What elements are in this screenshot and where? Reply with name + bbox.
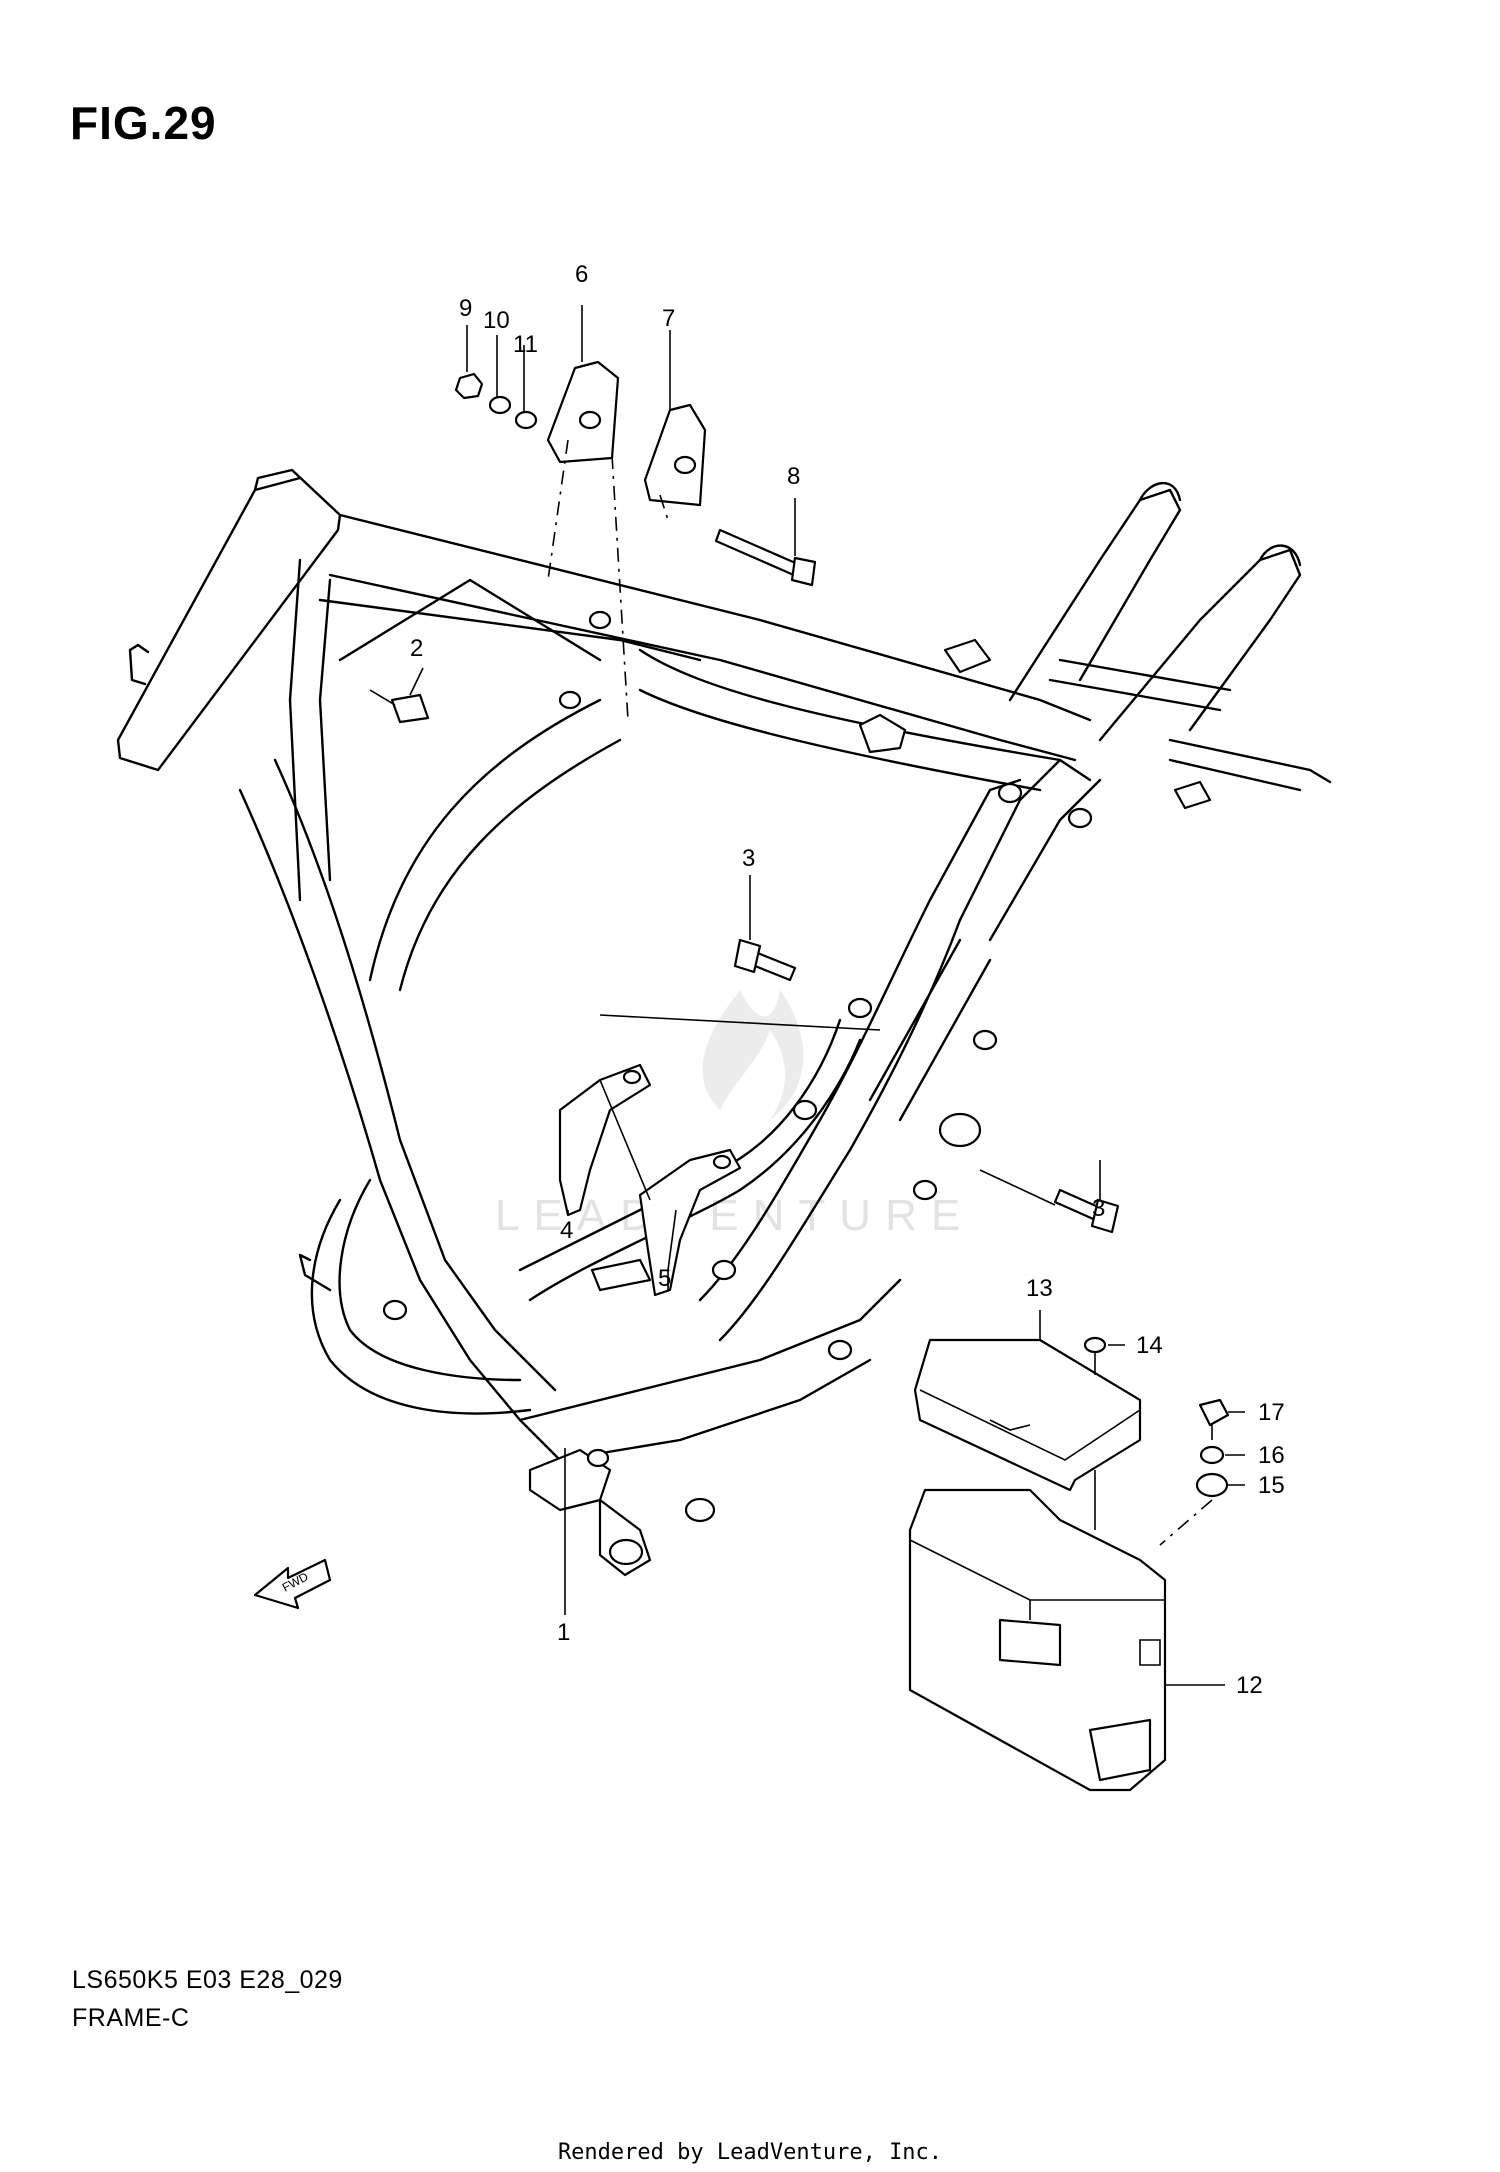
callout-4: 4: [560, 1217, 573, 1244]
bracket-part-4: [558, 1063, 652, 1217]
callout-13: 13: [1026, 1275, 1053, 1302]
battery-case-group: [908, 1336, 1230, 1792]
nut-part-9: [454, 372, 484, 400]
callout-16: 16: [1258, 1442, 1285, 1469]
callout-6: 6: [575, 261, 588, 288]
bracket-part-7: [643, 403, 707, 507]
callout-11: 11: [513, 331, 538, 358]
bolt-part-17: [1198, 1398, 1230, 1427]
main-frame: [116, 468, 1332, 1577]
leader-lines: [409, 305, 1245, 1686]
bracket-part-5: [638, 1148, 742, 1297]
render-credit: Rendered by LeadVenture, Inc.: [557, 2140, 943, 2165]
watermark-flame-icon: [702, 990, 804, 1120]
callout-15: 15: [1258, 1472, 1285, 1499]
upper-brackets: [369, 360, 817, 724]
callout-8: 8: [787, 463, 800, 490]
grommet-part-15: [1195, 1472, 1229, 1498]
bolts-part-3: [599, 938, 1120, 1234]
callout-10: 10: [483, 307, 510, 334]
bolt-part-8: [714, 528, 802, 578]
cover-part-13: [913, 1338, 1142, 1492]
callout-12: 12: [1236, 1672, 1263, 1699]
callout-14: 14: [1136, 1332, 1163, 1359]
callout-5: 5: [658, 1265, 671, 1292]
callout-2: 2: [410, 635, 423, 662]
callout-17: 17: [1258, 1399, 1285, 1426]
figure-title: FIG.29: [70, 97, 217, 149]
bolt-part-2: [390, 693, 430, 724]
model-code: LS650K5 E03 E28_029: [72, 1966, 343, 1994]
washer-part-11: [514, 410, 538, 430]
callout-3-upper: 3: [742, 845, 755, 872]
section-label: FRAME-C: [72, 2004, 190, 2032]
screw-part-14: [1083, 1336, 1107, 1354]
brackets-part-4-5: [558, 1063, 742, 1297]
callout-9: 9: [459, 295, 472, 322]
callout-numbers: 1 2 3 3 4 5 6 7 8 9 10 11 12 13 14 15 16…: [410, 261, 1285, 1699]
fwd-arrow-icon: FWD: [253, 1558, 332, 1610]
bracket-part-6: [546, 360, 620, 464]
collar-part-16: [1199, 1445, 1225, 1465]
washer-part-10: [488, 395, 512, 415]
callout-7: 7: [662, 305, 675, 332]
callout-1: 1: [557, 1619, 570, 1646]
callout-3-lower: 3: [1092, 1195, 1105, 1222]
